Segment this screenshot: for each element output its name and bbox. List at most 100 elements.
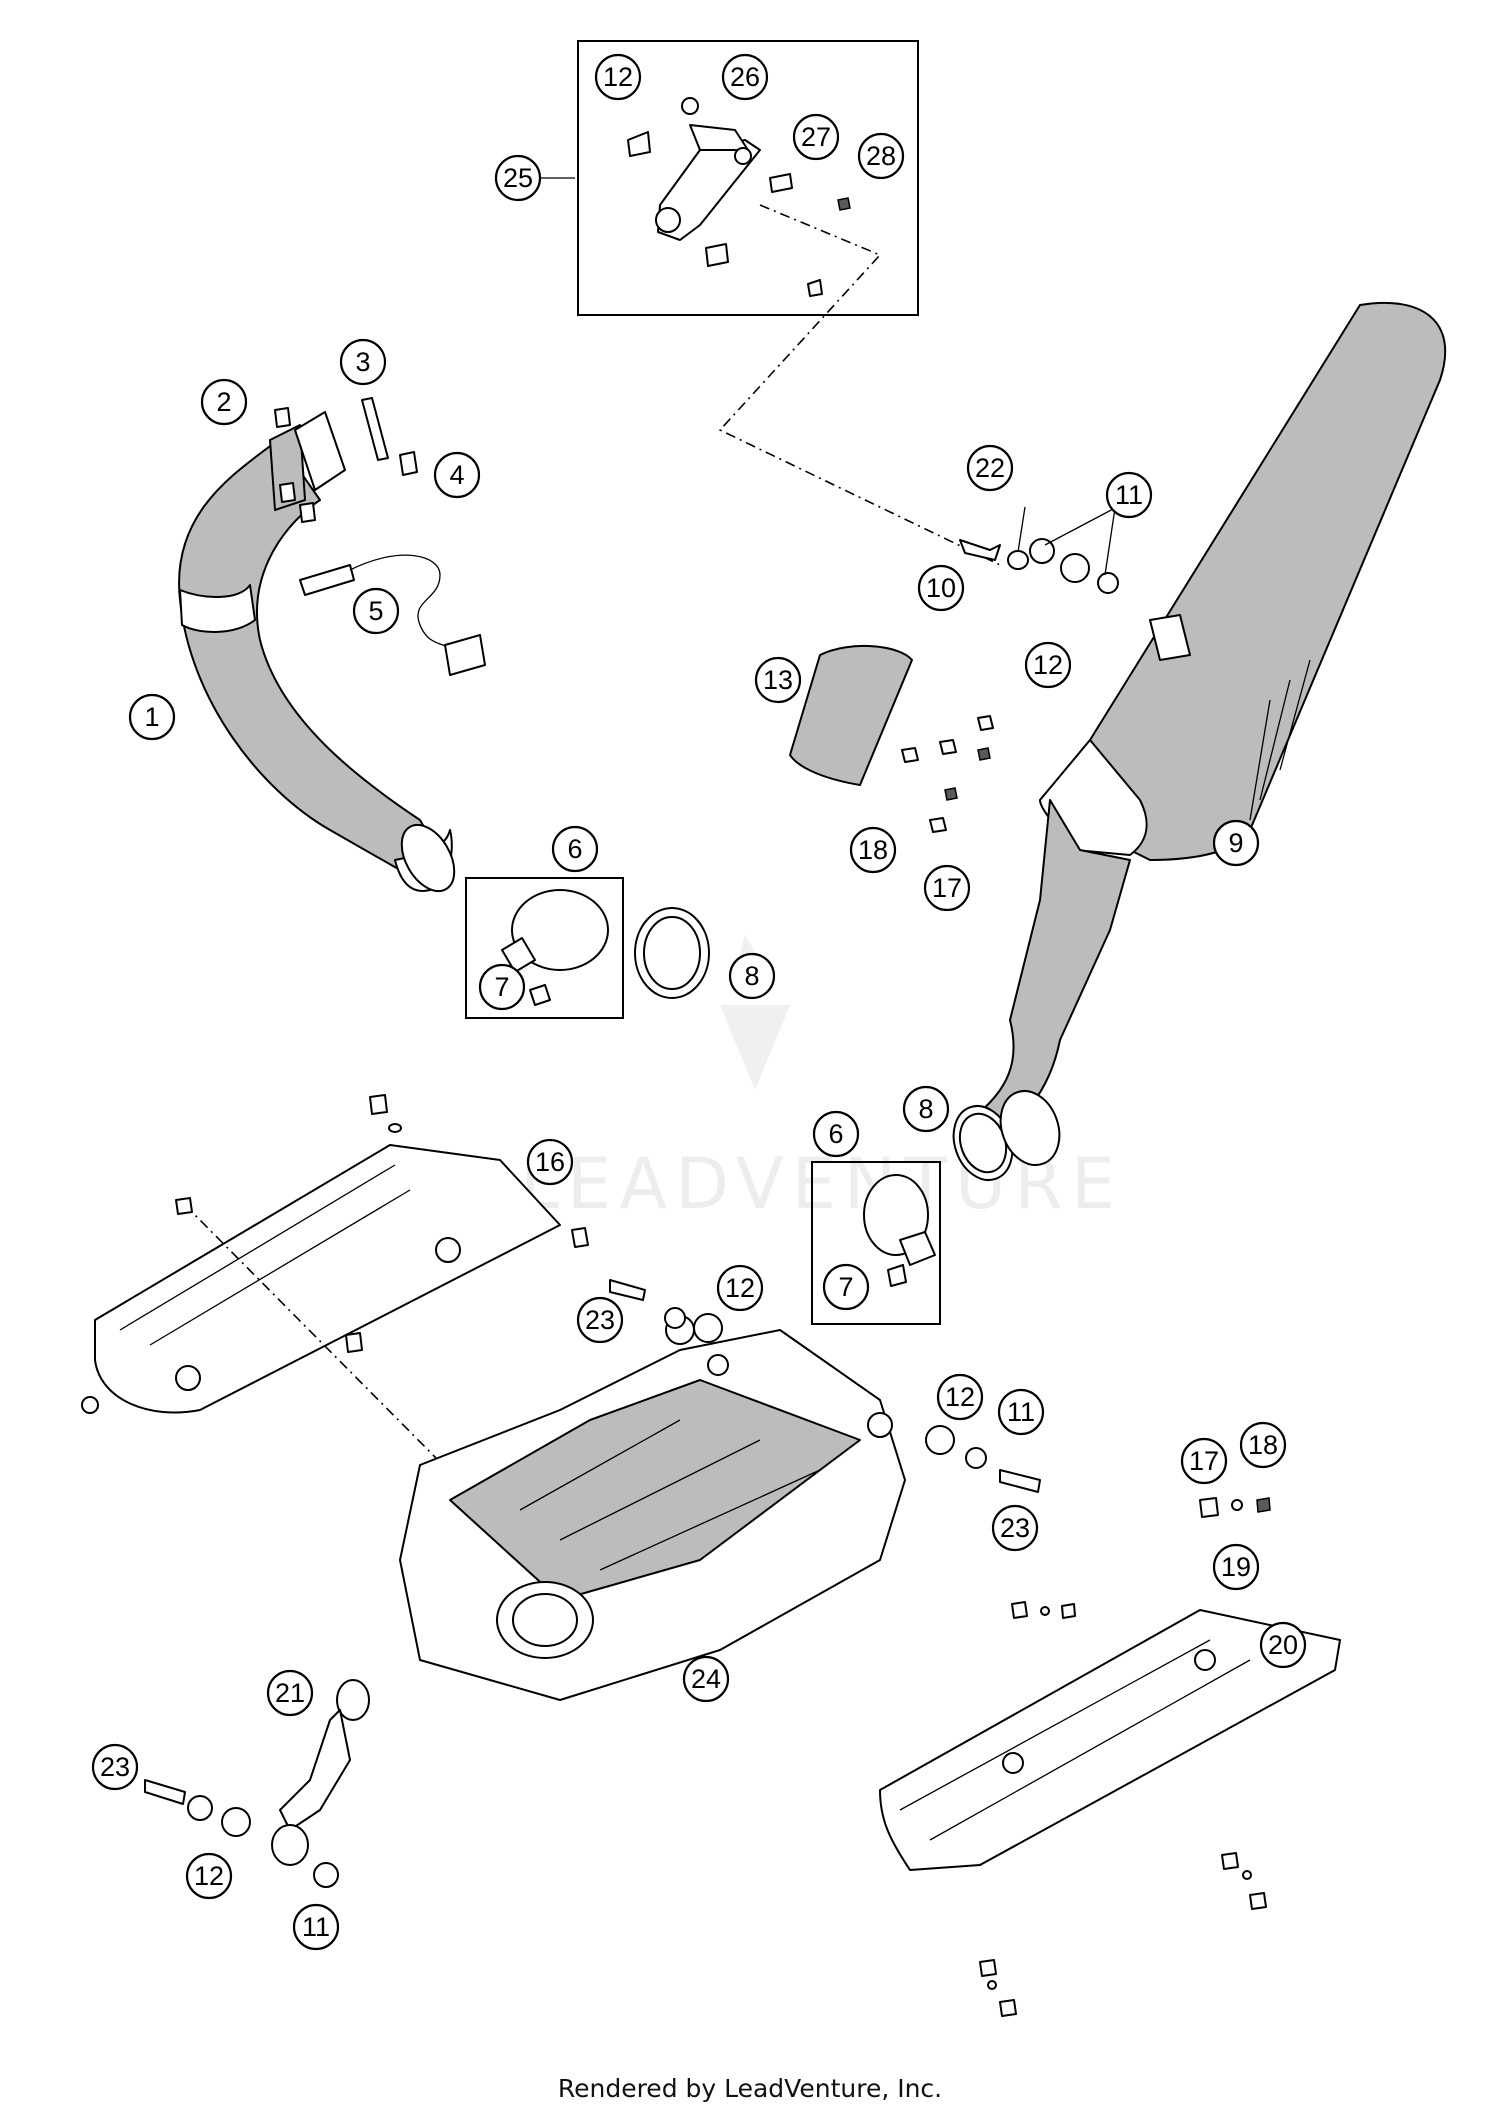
callout-20: 20	[1259, 1621, 1307, 1669]
svg-text:20: 20	[1268, 1630, 1298, 1660]
callout-3: 3	[339, 338, 387, 386]
callout-11-lower: 11	[292, 1903, 340, 1951]
svg-text:6: 6	[828, 1119, 843, 1149]
svg-text:11: 11	[1007, 1397, 1035, 1427]
lambda-sensor-5	[299, 554, 486, 676]
callout-6-lower: 6	[812, 1110, 860, 1158]
svg-text:11: 11	[1115, 480, 1143, 510]
callout-23-lower: 23	[91, 1743, 139, 1791]
callout-13: 13	[754, 656, 802, 704]
callout-24: 24	[682, 1655, 730, 1703]
svg-text:8: 8	[918, 1094, 933, 1124]
svg-text:18: 18	[858, 835, 888, 865]
clamp-6-lower	[863, 1174, 936, 1287]
callout-1: 1	[128, 693, 176, 741]
callout-12-upper: 12	[1024, 641, 1072, 689]
hardware-23-12-11-lower	[144, 1779, 339, 1888]
callout-16: 16	[526, 1138, 574, 1186]
svg-text:8: 8	[744, 961, 759, 991]
callout-5: 5	[352, 587, 400, 635]
clamp-6-upper	[501, 889, 609, 1006]
assembly-line-shield-16	[184, 1204, 439, 1461]
flange-2	[274, 407, 346, 523]
svg-text:23: 23	[1000, 1513, 1030, 1543]
callout-28: 28	[857, 132, 905, 180]
silencer-9	[969, 301, 1447, 1141]
callout-11-upper: 11	[1105, 471, 1153, 519]
header-pipe-1	[178, 424, 456, 893]
svg-text:28: 28	[866, 141, 896, 171]
callout-7-upper: 7	[478, 963, 526, 1011]
spacer-4	[399, 451, 418, 476]
svg-text:7: 7	[838, 1272, 853, 1302]
svg-text:12: 12	[1033, 650, 1063, 680]
svg-text:26: 26	[730, 62, 760, 92]
svg-text:2: 2	[216, 387, 231, 417]
fasteners-17-18-upper	[901, 715, 994, 833]
kit-box-6-lower	[811, 1161, 941, 1325]
svg-text:25: 25	[503, 163, 533, 193]
callout-6-upper: 6	[551, 825, 599, 873]
shield-16-fasteners	[81, 1094, 589, 1414]
callout-11-right: 11	[997, 1388, 1045, 1436]
svg-text:17: 17	[1189, 1446, 1219, 1476]
gasket-3	[361, 397, 389, 461]
callout-23-mid: 23	[576, 1296, 624, 1344]
callout-18-right: 18	[1239, 1421, 1287, 1469]
callout-4: 4	[433, 451, 481, 499]
kit-box-25	[577, 40, 919, 316]
callout-25: 25	[494, 154, 542, 202]
svg-text:23: 23	[100, 1752, 130, 1782]
svg-text:12: 12	[194, 1861, 224, 1891]
svg-text:18: 18	[1248, 1430, 1278, 1460]
svg-text:16: 16	[535, 1147, 565, 1177]
heat-shield-16	[94, 1144, 561, 1414]
svg-text:7: 7	[494, 972, 509, 1002]
mounting-hardware-10-11-12-22	[959, 538, 1119, 594]
callout-9: 9	[1212, 819, 1260, 867]
svg-text:19: 19	[1221, 1552, 1251, 1582]
svg-text:22: 22	[975, 453, 1005, 483]
svg-text:12: 12	[725, 1273, 755, 1303]
svg-text:24: 24	[691, 1664, 721, 1694]
callout-23-right: 23	[991, 1504, 1039, 1552]
callout-8-lower: 8	[902, 1085, 950, 1133]
callout-19: 19	[1212, 1543, 1260, 1591]
svg-text:21: 21	[275, 1678, 305, 1708]
svg-text:27: 27	[801, 122, 831, 152]
heat-shield-20	[879, 1609, 1341, 1871]
callout-22: 22	[966, 444, 1014, 492]
svg-text:5: 5	[368, 596, 383, 626]
fasteners-17-18-19-right	[1199, 1497, 1271, 1518]
callout-2: 2	[200, 378, 248, 426]
svg-text:17: 17	[932, 873, 962, 903]
svg-text:9: 9	[1228, 828, 1243, 858]
callout-12-box25: 12	[594, 53, 642, 101]
callout-17-upper: 17	[923, 864, 971, 912]
callout-12-lower: 12	[185, 1852, 233, 1900]
callout-12-mid: 12	[716, 1264, 764, 1312]
heat-shield-13	[789, 645, 913, 786]
kit-box-6-upper	[465, 877, 624, 1019]
hardware-23-12-upper	[609, 1279, 723, 1343]
svg-text:3: 3	[355, 347, 370, 377]
svg-text:1: 1	[144, 702, 159, 732]
callout-18-upper: 18	[849, 826, 897, 874]
svg-text:23: 23	[585, 1305, 615, 1335]
svg-text:10: 10	[926, 573, 956, 603]
assembly-line-bracket	[718, 204, 1001, 566]
bracket-21	[271, 1679, 370, 1866]
shield-20-fasteners	[979, 1601, 1267, 2017]
callout-21: 21	[266, 1669, 314, 1717]
svg-text:12: 12	[945, 1382, 975, 1412]
svg-text:11: 11	[302, 1912, 330, 1942]
callout-17-right: 17	[1180, 1437, 1228, 1485]
callout-27: 27	[792, 113, 840, 161]
bracket-25	[627, 97, 851, 297]
svg-text:6: 6	[567, 834, 582, 864]
hardware-12-11-23-right	[925, 1425, 1041, 1493]
callout-10: 10	[917, 564, 965, 612]
callout-12-right: 12	[936, 1373, 984, 1421]
seal-ring-8-lower	[952, 1090, 1061, 1181]
